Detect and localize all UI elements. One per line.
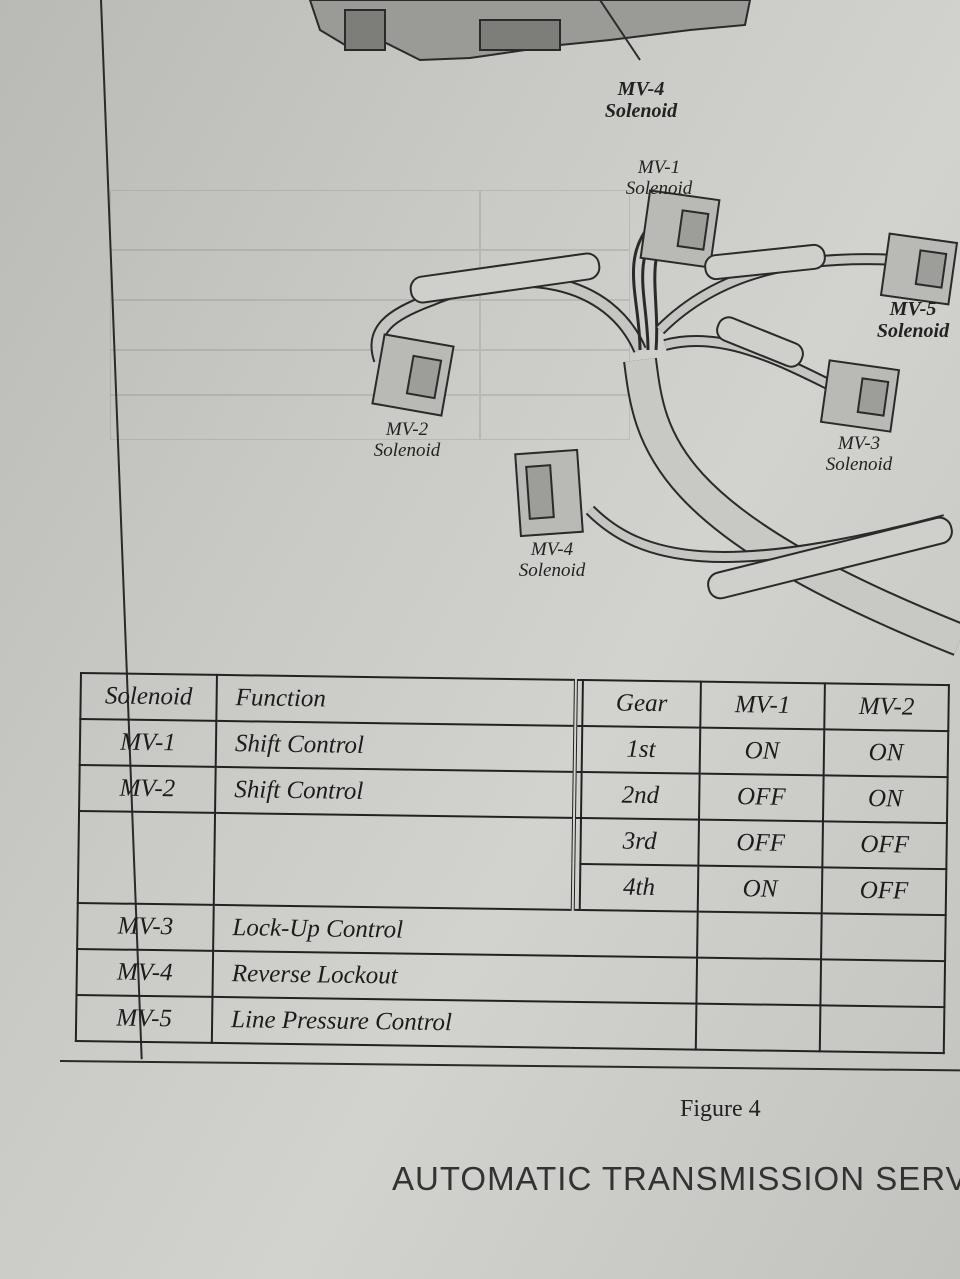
show-through-ghost [110, 190, 630, 440]
frame-bottom-border [59, 1060, 960, 1072]
label-mv4: MV-4 Solenoid [518, 539, 586, 581]
header-gear: Gear [582, 680, 701, 728]
cell-function-empty [213, 812, 575, 910]
cell-mv2-state: ON [822, 775, 948, 824]
cell-gear: 4th [579, 864, 699, 912]
cell-gear: 3rd [580, 818, 699, 866]
valve-body-illustration [308, 0, 752, 62]
harness-trunk [623, 357, 960, 656]
cell-gear: 2nd [581, 772, 700, 820]
cell-function: Lock-Up Control [213, 904, 698, 958]
cell-mv1-state: OFF [698, 773, 824, 822]
cell-mv1-state: OFF [698, 819, 823, 868]
wire-branch-mv4 [585, 505, 953, 600]
wiring-harness-diagram [308, 0, 960, 656]
cell-empty [697, 911, 822, 960]
cell-empty [819, 1005, 945, 1054]
wire-branch-mv3 [663, 316, 833, 391]
cell-empty [695, 1003, 821, 1052]
header-mv2: MV-2 [824, 683, 949, 732]
cell-mv1-state: ON [699, 727, 825, 776]
page-footer-title: AUTOMATIC TRANSMISSION SERVICE G [392, 1160, 960, 1197]
cell-mv2-state: OFF [821, 867, 947, 916]
cell-solenoid: MV-3 [77, 902, 214, 951]
label-mv4-top: MV-4 Solenoid [604, 78, 678, 122]
connector-mv3 [819, 359, 901, 433]
cell-function: Shift Control [215, 720, 576, 772]
cell-solenoid: MV-4 [76, 948, 214, 997]
header-function: Function [216, 674, 576, 726]
cell-solenoid: MV-5 [75, 994, 213, 1043]
cell-gear: 1st [581, 726, 701, 774]
header-solenoid: Solenoid [80, 673, 217, 721]
cell-mv2-state: ON [823, 729, 949, 778]
cell-mv1-state: ON [697, 865, 823, 914]
connector-mv5 [879, 232, 959, 306]
cell-function: Line Pressure Control [211, 996, 697, 1050]
connector-mv1 [639, 189, 721, 269]
cell-empty [821, 913, 946, 962]
connector-mv4 [514, 448, 584, 538]
wire-branch-mv2 [370, 252, 647, 363]
connector-mv2 [371, 333, 455, 417]
header-mv1: MV-1 [700, 681, 825, 730]
cell-empty [820, 959, 946, 1008]
solenoid-function-table: Solenoid Function Gear MV-1 MV-2 MV-1 Sh… [75, 672, 950, 1054]
label-mv1: MV-1 Solenoid [625, 157, 693, 199]
wire-branch-mv5 [655, 243, 901, 335]
cell-function: Reverse Lockout [212, 950, 698, 1004]
cell-mv2-state: OFF [822, 821, 947, 870]
cell-solenoid: MV-2 [79, 765, 216, 813]
label-mv2: MV-2 Solenoid [373, 419, 441, 461]
cell-solenoid-empty [77, 811, 216, 905]
cell-solenoid: MV-1 [79, 719, 217, 767]
figure-caption: Figure 4 [680, 1096, 761, 1122]
label-mv5: MV-5 Solenoid [876, 298, 950, 342]
label-mv3: MV-3 Solenoid [825, 433, 893, 475]
cell-empty [696, 957, 822, 1006]
cell-function: Shift Control [215, 766, 575, 818]
